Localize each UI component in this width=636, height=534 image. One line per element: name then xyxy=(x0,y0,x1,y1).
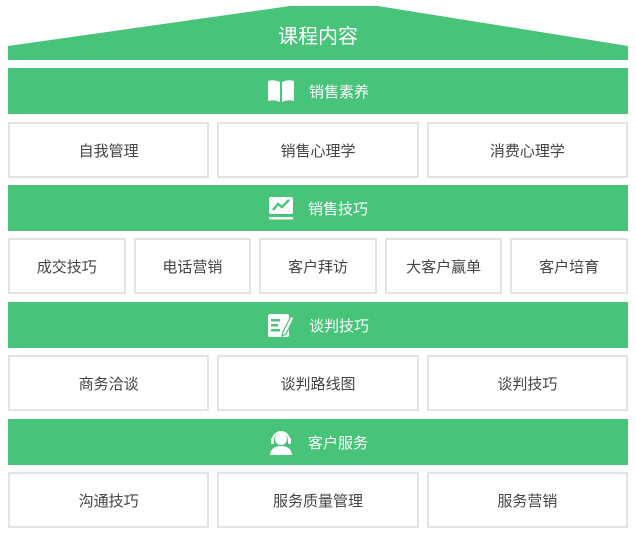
section-title: 销售技巧 xyxy=(307,199,368,218)
edit-list-icon xyxy=(267,314,295,338)
section-items-row: 成交技巧 电话营销 客户拜访 大客户赢单 客户培育 xyxy=(8,238,628,294)
course-item[interactable]: 客户培育 xyxy=(510,238,628,294)
chart-icon xyxy=(268,197,293,220)
page-title: 课程内容 xyxy=(278,24,358,48)
section-header-sales-skills: 销售技巧 xyxy=(8,185,628,231)
course-item[interactable]: 商务洽谈 xyxy=(8,355,210,411)
course-item[interactable]: 客户拜访 xyxy=(259,238,377,294)
course-item[interactable]: 谈判路线图 xyxy=(217,355,419,411)
course-item[interactable]: 大客户赢单 xyxy=(384,238,503,294)
section-title: 销售素养 xyxy=(308,82,369,101)
section-items-row: 自我管理 销售心理学 消费心理学 xyxy=(8,122,628,178)
course-item[interactable]: 服务质量管理 xyxy=(217,472,419,528)
course-item[interactable]: 消费心理学 xyxy=(426,122,628,178)
roof-header xyxy=(8,6,628,60)
section-title: 客户服务 xyxy=(307,433,368,452)
course-item[interactable]: 成交技巧 xyxy=(8,238,126,294)
section-items-row: 商务洽谈 谈判路线图 谈判技巧 xyxy=(8,355,628,411)
course-item[interactable]: 销售心理学 xyxy=(217,122,419,178)
book-icon xyxy=(267,80,294,102)
course-item[interactable]: 自我管理 xyxy=(8,122,210,178)
course-item[interactable]: 谈判技巧 xyxy=(426,355,628,411)
course-item[interactable]: 沟通技巧 xyxy=(8,472,210,528)
section-header-customer-service: 客户服务 xyxy=(8,419,628,465)
section-items-row: 沟通技巧 服务质量管理 服务营销 xyxy=(8,472,628,528)
section-header-negotiation: 谈判技巧 xyxy=(8,302,628,348)
course-item[interactable]: 服务营销 xyxy=(426,472,628,528)
section-header-sales-literacy: 销售素养 xyxy=(8,68,628,114)
section-title: 谈判技巧 xyxy=(308,316,369,335)
course-item[interactable]: 电话营销 xyxy=(133,238,252,294)
headset-icon xyxy=(269,431,292,455)
